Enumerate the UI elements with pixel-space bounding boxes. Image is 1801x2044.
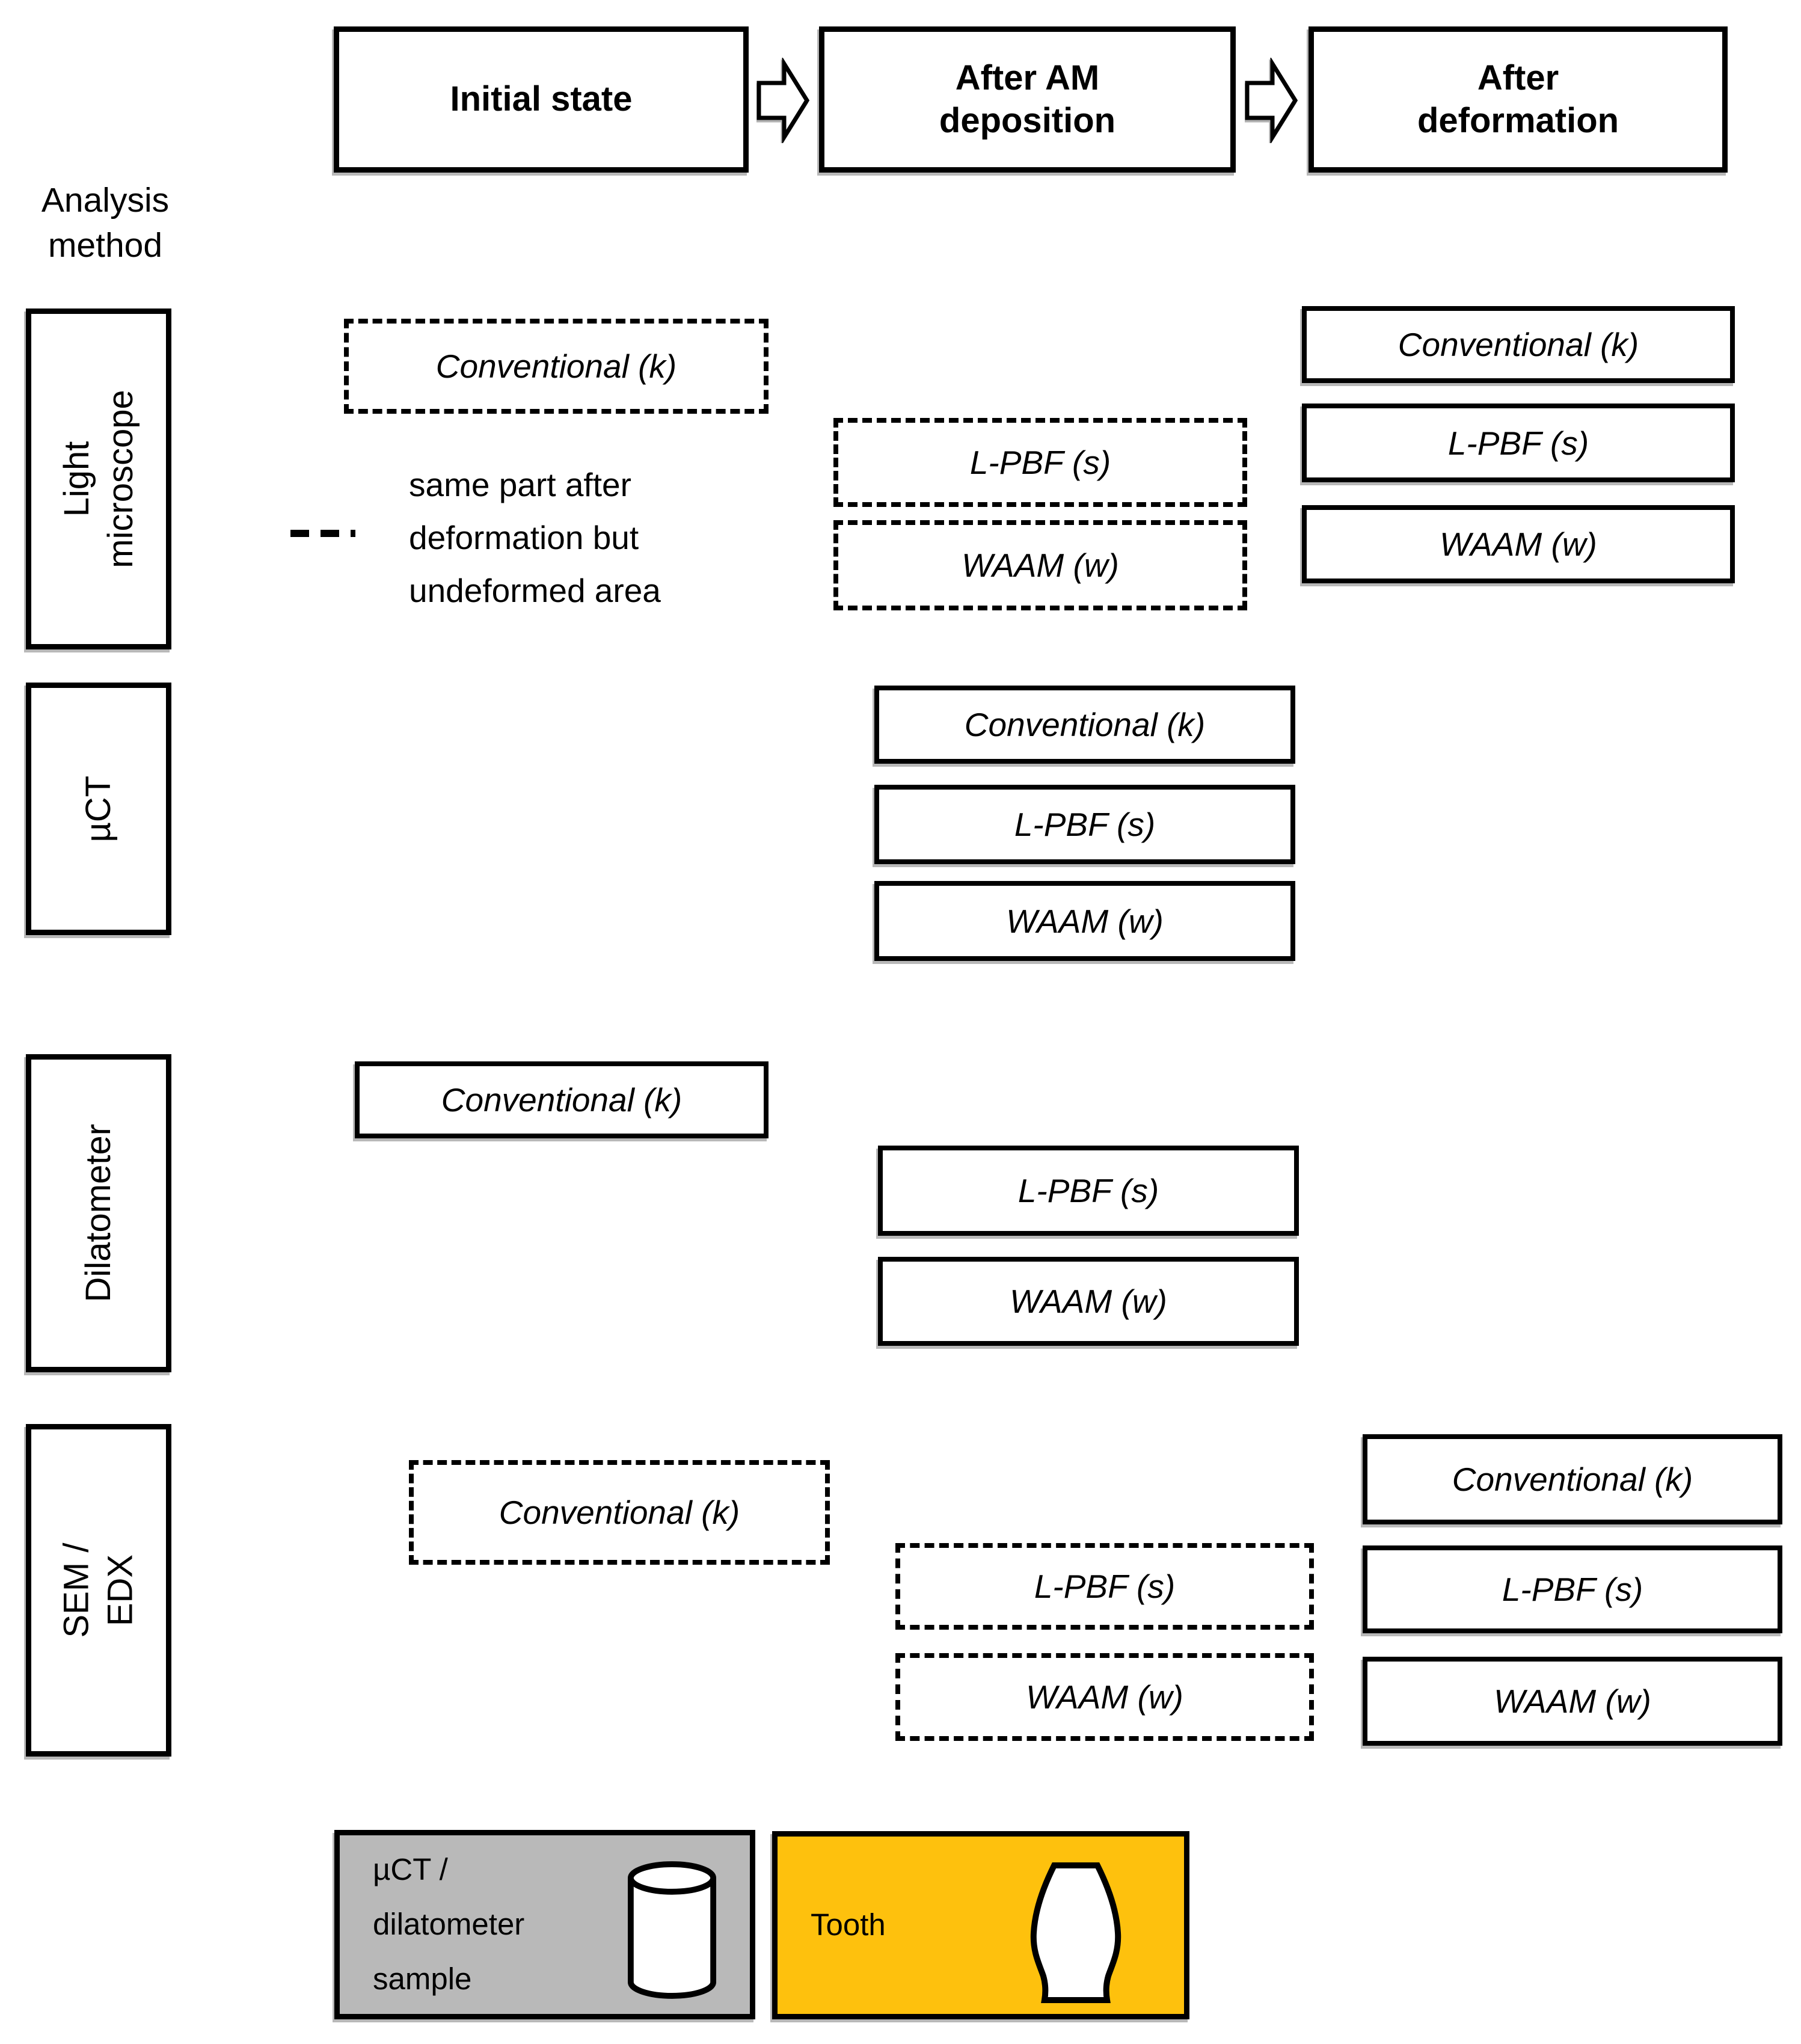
dashed-line-legend-text: same part after deformation but undeform… [409,466,661,609]
sem-after-am-lpbf-dashed-box: L-PBF (s) [895,1543,1314,1630]
lm-after-am-lpbf-dashed-box: L-PBF (s) [833,418,1247,507]
uct-after-am-conventional-box: Conventional (k) [874,686,1295,764]
method-box-dilatometer: Dilatometer [26,1054,171,1372]
lm-after-def-lpbf-box: L-PBF (s) [1302,404,1735,482]
tooth-icon [1030,1862,1121,2003]
sem-after-def-conventional-box: Conventional (k) [1363,1434,1782,1524]
lm-initial-conventional-dashed-box: Conventional (k) [344,319,769,414]
sem-after-am-waam-dashed-box: WAAM (w) [895,1653,1314,1741]
flow-arrow-icon [1245,58,1298,143]
header-after-am-deposition: After AM deposition [819,26,1236,173]
uct-after-am-lpbf-box: L-PBF (s) [874,785,1295,864]
cylinder-icon [628,1861,716,1999]
header-initial-state: Initial state [334,26,749,173]
sample-legend-uct-dilatometer: µCT / dilatometer sample [334,1830,755,2019]
method-box-light-microscope: Light microscope [26,308,171,649]
flow-arrow-icon [756,58,809,143]
sample-legend-tooth-label: Tooth [811,1907,886,1942]
dil-initial-conventional-box: Conventional (k) [355,1061,769,1138]
dil-after-am-lpbf-box: L-PBF (s) [878,1146,1299,1236]
dil-after-am-waam-box: WAAM (w) [878,1257,1299,1346]
lm-after-def-waam-box: WAAM (w) [1302,505,1735,583]
sem-after-def-waam-box: WAAM (w) [1363,1657,1782,1746]
sidebar-title: Analysis method [41,181,170,265]
uct-after-am-waam-box: WAAM (w) [874,881,1295,961]
method-box-sem-edx: SEM / EDX [26,1424,171,1757]
dashed-line-legend-icon [290,530,369,537]
lm-after-def-conventional-box: Conventional (k) [1302,306,1735,383]
sem-initial-conventional-dashed-box: Conventional (k) [409,1460,830,1565]
method-box-uct: µCT [26,683,171,935]
lm-after-am-waam-dashed-box: WAAM (w) [833,520,1247,610]
sem-after-def-lpbf-box: L-PBF (s) [1363,1545,1782,1633]
sample-legend-uct-dilatometer-label: µCT / dilatometer sample [373,1852,525,1996]
method-label: Light microscope [57,390,140,568]
header-after-deformation: After deformation [1309,26,1728,173]
method-label: Dilatometer [78,1124,118,1303]
method-label: SEM / EDX [57,1542,140,1638]
sample-legend-tooth: Tooth [772,1831,1189,2019]
method-label: µCT [78,775,118,842]
